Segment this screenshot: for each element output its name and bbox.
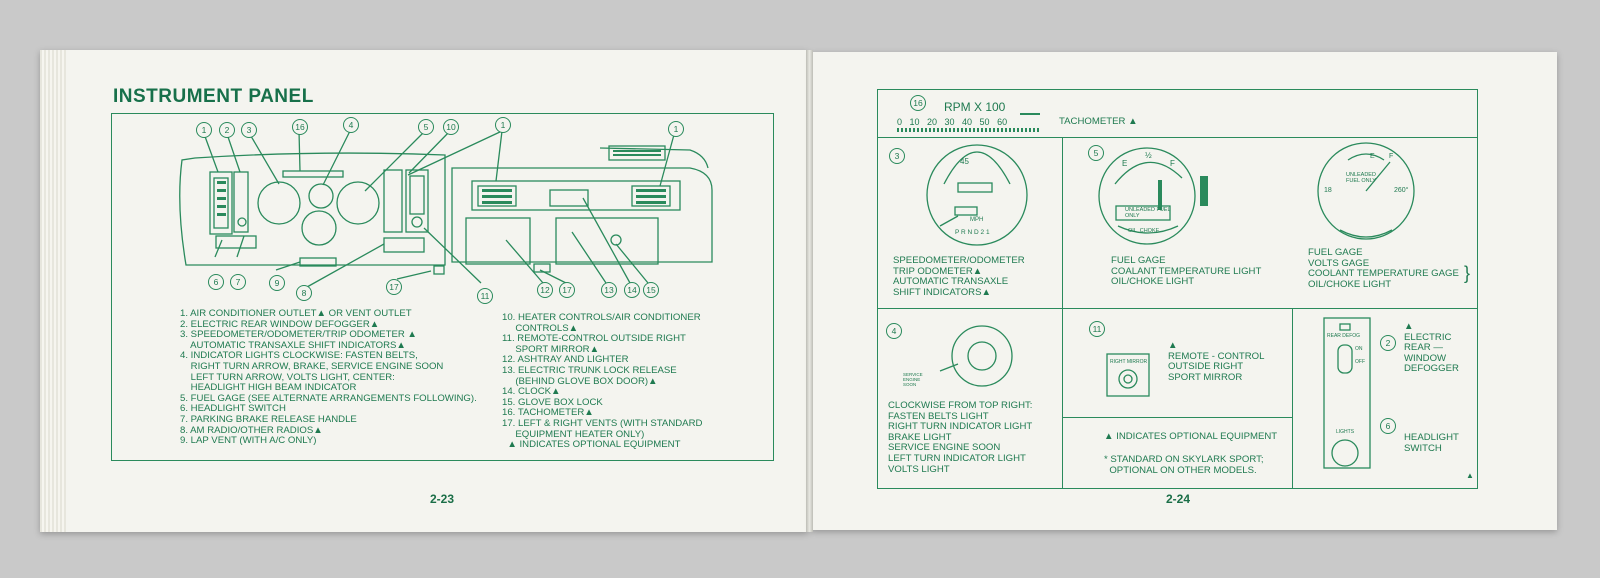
fuel1-dial-e: E bbox=[1122, 159, 1128, 168]
callout-5: 5 bbox=[418, 119, 434, 135]
callout-16-right: 16 bbox=[910, 95, 926, 111]
fuel1-dial-text: UNLEADED FUEL ONLY bbox=[1125, 207, 1171, 219]
callout-6-right: 6 bbox=[1380, 418, 1396, 434]
speedo-dial-gear: P R N D 2 1 bbox=[955, 229, 990, 236]
callout-6: 6 bbox=[208, 274, 224, 290]
tach-title: RPM X 100 bbox=[944, 100, 1006, 114]
callout-5-right: 5 bbox=[1088, 145, 1104, 161]
fuel1-dial-half: ½ bbox=[1145, 151, 1152, 160]
standard-note: * STANDARD ON SKYLARK SPORT; OPTIONAL ON… bbox=[1104, 454, 1264, 476]
fuel2-caption: FUEL GAGE VOLTS GAGE COOLANT TEMPERATURE… bbox=[1308, 247, 1459, 290]
tach-bar bbox=[897, 128, 1041, 132]
row-divider-2 bbox=[1062, 417, 1292, 418]
speedo-dial-unit: MPH bbox=[970, 217, 984, 223]
col-divider-1 bbox=[1062, 137, 1063, 488]
callout-10: 10 bbox=[443, 119, 459, 135]
callout-7: 7 bbox=[230, 274, 246, 290]
mirror-caption: ▲ REMOTE - CONTROL OUTSIDE RIGHT SPORT M… bbox=[1168, 340, 1265, 383]
legend-column-2: 10. HEATER CONTROLS/AIR CONDITIONER CONT… bbox=[502, 312, 703, 451]
fuel2-dial-hi: 260° bbox=[1394, 187, 1409, 194]
defog-caption: ▲ ELECTRIC REAR — WINDOW DEFOGGER bbox=[1404, 321, 1459, 375]
indicators-caption: CLOCKWISE FROM TOP RIGHT: FASTEN BELTS L… bbox=[888, 400, 1033, 475]
fuel2-dial-e: E bbox=[1370, 153, 1375, 160]
callout-4: 4 bbox=[343, 117, 359, 133]
instrument-panel-figure bbox=[111, 113, 774, 461]
optional-note: ▲ INDICATES OPTIONAL EQUIPMENT bbox=[1104, 431, 1278, 442]
fuel2-dial-lo: 18 bbox=[1324, 187, 1332, 194]
callout-11: 11 bbox=[477, 288, 493, 304]
page-title: INSTRUMENT PANEL bbox=[113, 86, 314, 107]
col-divider-2 bbox=[1292, 308, 1293, 488]
callout-4-right: 4 bbox=[886, 323, 902, 339]
callout-8: 8 bbox=[296, 285, 312, 301]
speedo-caption: SPEEDOMETER/ODOMETER TRIP ODOMETER▲ AUTO… bbox=[893, 255, 1025, 298]
callout-17: 17 bbox=[386, 279, 402, 295]
mirror-switch-label: RIGHT MIRROR bbox=[1110, 359, 1148, 365]
tach-divider bbox=[877, 137, 1478, 138]
book-spine bbox=[806, 50, 813, 532]
fuel2-dial-f: F bbox=[1389, 153, 1394, 160]
row-divider-1 bbox=[877, 308, 1478, 309]
page-number-right: 2-24 bbox=[1166, 492, 1191, 506]
headlight-caption: HEADLIGHT SWITCH bbox=[1404, 432, 1459, 454]
fuel1-dial-warn: OIL CHOKE bbox=[1128, 228, 1160, 234]
callout-11-right: 11 bbox=[1089, 321, 1105, 337]
gauges-figure bbox=[877, 89, 1478, 489]
callout-15: 15 bbox=[643, 282, 659, 298]
callout-9: 9 bbox=[269, 275, 285, 291]
defog-on-label: ON bbox=[1355, 346, 1363, 352]
fuel1-dial-f: F bbox=[1170, 159, 1175, 168]
callout-3: 3 bbox=[241, 122, 257, 138]
callout-17b: 17 bbox=[559, 282, 575, 298]
callout-1b: 1 bbox=[495, 117, 511, 133]
callout-12: 12 bbox=[537, 282, 553, 298]
defog-switch-label: REAR DEFOG bbox=[1327, 333, 1361, 339]
page-stack-edge bbox=[40, 50, 66, 532]
callout-16: 16 bbox=[292, 119, 308, 135]
tach-scale: 0 10 20 30 40 50 60 bbox=[897, 117, 1008, 127]
legend-column-1: 1. AIR CONDITIONER OUTLET▲ OR VENT OUTLE… bbox=[180, 308, 477, 447]
callout-2-right: 2 bbox=[1380, 335, 1396, 351]
fuel1-caption: FUEL GAGE COALANT TEMPERATURE LIGHT OIL/… bbox=[1111, 255, 1262, 288]
speedo-dial-top: 45 bbox=[960, 157, 969, 166]
fuel2-brace: } bbox=[1464, 263, 1471, 283]
fuel2-dial-text: UNLEADED FUEL ONLY bbox=[1346, 172, 1376, 184]
page-number-left: 2-23 bbox=[430, 492, 455, 506]
callout-1c: 1 bbox=[668, 121, 684, 137]
indicator-dial-label: SERVICE ENGINE SOON bbox=[903, 372, 923, 387]
callout-2: 2 bbox=[219, 122, 235, 138]
tach-label: TACHOMETER ▲ bbox=[1059, 116, 1138, 127]
callout-3-right: 3 bbox=[889, 148, 905, 164]
tach-redline bbox=[1020, 113, 1040, 115]
headlight-switch-label: LIGHTS bbox=[1336, 429, 1355, 435]
headlight-optional-mark: ▲ bbox=[1466, 471, 1474, 480]
callout-13: 13 bbox=[601, 282, 617, 298]
defog-off-label: OFF bbox=[1355, 359, 1365, 365]
callout-1: 1 bbox=[196, 122, 212, 138]
callout-14: 14 bbox=[624, 282, 640, 298]
